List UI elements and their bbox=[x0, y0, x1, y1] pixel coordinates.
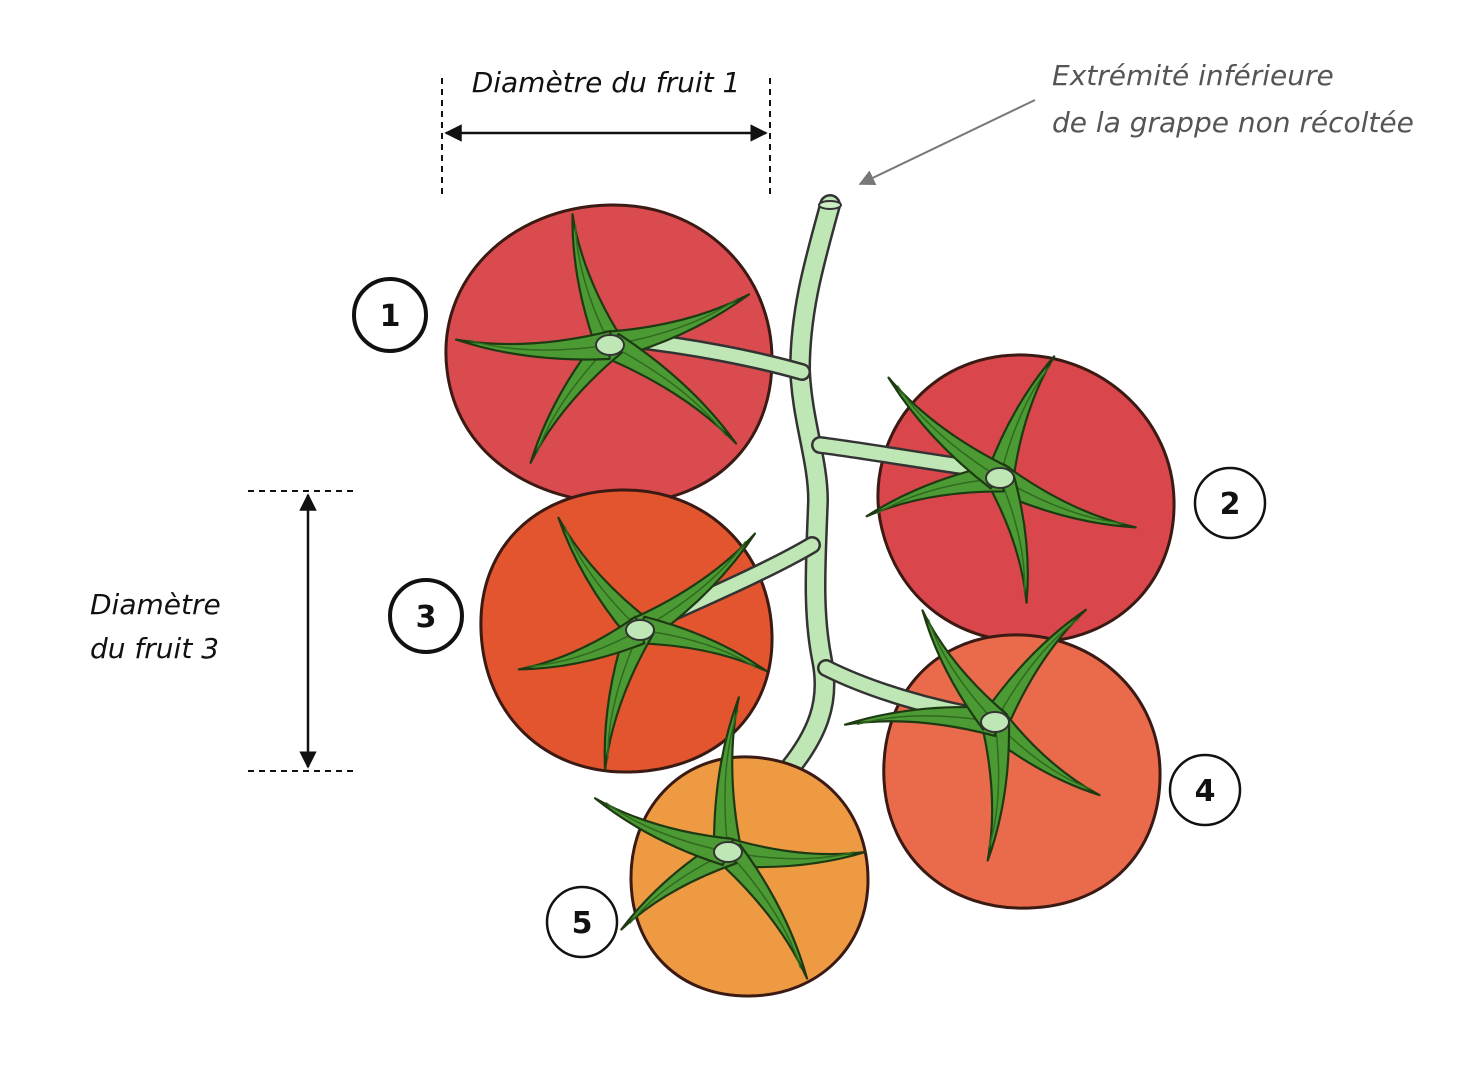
sepal bbox=[865, 463, 1005, 518]
sepal bbox=[983, 608, 1087, 732]
fruit-5-number-badge: 5 bbox=[545, 885, 619, 959]
sepal-vein bbox=[999, 365, 1051, 479]
sepal bbox=[604, 293, 751, 360]
sepal-vein bbox=[574, 224, 611, 346]
sepal bbox=[887, 376, 1011, 490]
fruit-4-number-badge: 4 bbox=[1168, 753, 1242, 827]
sepal-vein bbox=[564, 526, 641, 631]
fruit-3-diameter-label-line2: du fruit 3 bbox=[90, 632, 219, 665]
calyx-center bbox=[713, 841, 743, 863]
fruit-2-number-badge: 2 bbox=[1193, 466, 1267, 540]
sepal-vein bbox=[609, 344, 727, 437]
sepal bbox=[634, 615, 768, 673]
fruit-3-diameter-label-line1: Diamètre bbox=[90, 588, 221, 621]
sepal-vein bbox=[987, 721, 1000, 850]
calyx-fruit-4 bbox=[843, 608, 1101, 862]
sepal-vein bbox=[724, 709, 739, 853]
fruit-1-number: 1 bbox=[380, 299, 401, 334]
fruit-1-diameter-label: Diamètre du fruit 1 bbox=[472, 66, 741, 99]
calyx-fruit-2 bbox=[865, 355, 1137, 604]
calyx-fruit-1 bbox=[454, 213, 751, 464]
sepal bbox=[985, 709, 1101, 797]
sepal bbox=[557, 516, 653, 640]
fruit-5-number: 5 bbox=[572, 906, 593, 941]
sepal bbox=[843, 706, 997, 738]
sepal-vein bbox=[994, 618, 1080, 723]
fruit-1-number-badge: 1 bbox=[352, 277, 428, 353]
calyx-fruit-5 bbox=[593, 696, 867, 980]
sepal-vein bbox=[896, 385, 1001, 479]
calyx-fruit-3 bbox=[517, 516, 768, 772]
calyx-center bbox=[595, 334, 625, 356]
sepal-vein bbox=[528, 629, 641, 667]
truss-end-annotation: Extrémité inférieure de la grappe non ré… bbox=[858, 59, 1414, 185]
sepal bbox=[921, 609, 1008, 731]
sepal-vein bbox=[468, 339, 611, 351]
sepal bbox=[529, 336, 623, 464]
calyx-center bbox=[980, 711, 1010, 733]
calyx-center bbox=[985, 467, 1015, 489]
fruit-3-diameter-measure: Diamètre du fruit 3 bbox=[90, 490, 356, 772]
fruit-3-number-badge: 3 bbox=[388, 578, 464, 654]
sepal bbox=[979, 720, 1011, 862]
sepal-vein bbox=[927, 619, 996, 723]
truss-end-label-line2: de la grappe non récoltée bbox=[1052, 106, 1414, 139]
fruit-1-diameter-measure: Diamètre du fruit 1 bbox=[441, 66, 771, 198]
fruit-2-number: 2 bbox=[1220, 487, 1241, 522]
sepal bbox=[986, 355, 1056, 485]
sepal bbox=[600, 332, 738, 445]
sepal bbox=[715, 843, 809, 980]
sepal bbox=[593, 797, 735, 867]
fruit-3-number: 3 bbox=[416, 600, 437, 635]
sepal bbox=[629, 532, 757, 642]
sepal bbox=[712, 696, 744, 855]
calyx-center bbox=[625, 619, 655, 641]
sepal bbox=[985, 473, 1029, 604]
sepal-vein bbox=[639, 629, 757, 669]
truss-end-label-line1: Extrémité inférieure bbox=[1052, 59, 1334, 92]
sepal bbox=[726, 836, 867, 869]
sepal-vein bbox=[999, 477, 1026, 593]
sepal-vein bbox=[605, 801, 729, 853]
fruit-4-number: 4 bbox=[1195, 774, 1216, 809]
sepal bbox=[454, 329, 612, 361]
sepal bbox=[603, 625, 655, 772]
sepal-vein bbox=[727, 851, 802, 969]
